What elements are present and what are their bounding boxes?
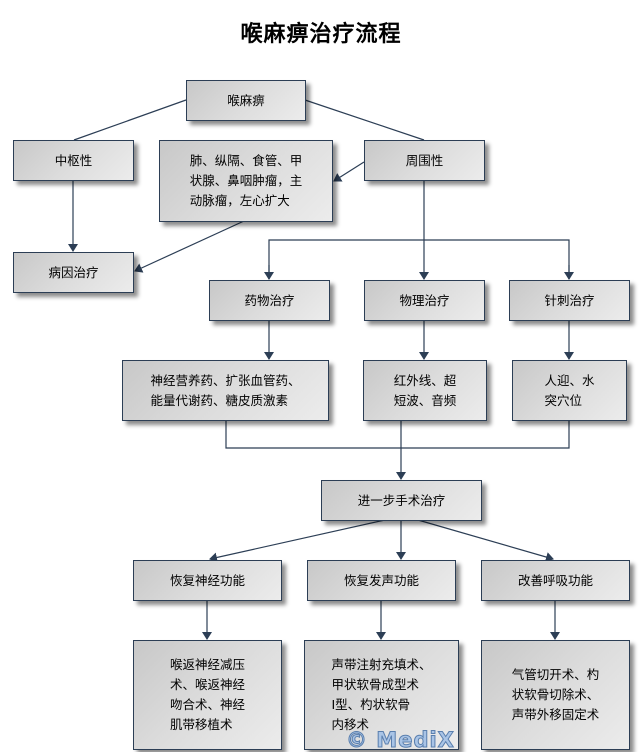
node-label: 进一步手术治疗: [357, 492, 446, 508]
node-improve-breathing: 改善呼吸功能: [481, 560, 630, 601]
node-label: 肺、纵隔、食管、甲 状腺、鼻咽肿瘤，主 动脉瘤，左心扩大: [189, 153, 303, 208]
node-breath-detail: 气管切开术、杓 状软骨切除术、 声带外移固定术: [481, 640, 630, 750]
node-label: 药物治疗: [244, 292, 295, 308]
node-physical-therapy: 物理治疗: [364, 280, 485, 321]
node-peripheral: 周围性: [364, 140, 485, 181]
node-acupuncture-detail: 人迎、水 突穴位: [512, 360, 627, 421]
node-label: 声带注射充填术、 甲状软骨成型术 Ⅰ型、杓状软骨 内移术: [331, 657, 432, 732]
node-label: 喉返神经减压 术、喉返神经 吻合术、神经 肌带移植术: [169, 657, 245, 732]
node-central: 中枢性: [13, 140, 134, 181]
edge-root-peripheral: [304, 99, 425, 141]
edge-root-central: [73, 99, 187, 141]
edge-surgery-nerve: [209, 519, 386, 563]
node-restore-nerve: 恢复神经功能: [133, 560, 282, 601]
node-label: 中枢性: [54, 152, 93, 168]
node-label: 红外线、超 短波、音频: [393, 372, 457, 408]
edge-peripheral-causes: [333, 161, 365, 182]
node-nerve-detail: 喉返神经减压 术、喉返神经 吻合术、神经 肌带移植术: [133, 640, 282, 750]
diagram-title: 喉麻痹治疗流程: [240, 22, 402, 47]
node-restore-voice: 恢复发声功能: [307, 560, 456, 601]
node-label: 物理治疗: [399, 292, 450, 308]
node-label: 神经营养药、扩张血管药、 能量代谢药、糖皮质激素: [150, 372, 301, 408]
edge-causes-etiology: [134, 220, 245, 273]
watermark: © MediX: [346, 728, 455, 752]
node-drug-therapy: 药物治疗: [209, 280, 330, 321]
node-label: 恢复发声功能: [343, 572, 419, 588]
node-label: 针刺治疗: [544, 292, 595, 308]
node-drug-detail: 神经营养药、扩张血管药、 能量代谢药、糖皮质激素: [122, 360, 329, 421]
edge-branch-bar: [268, 239, 570, 279]
node-label: 周围性: [405, 152, 444, 168]
node-etiology-treatment: 病因治疗: [13, 252, 134, 293]
node-label: 改善呼吸功能: [517, 572, 593, 588]
node-voice-detail: 声带注射充填术、 甲状软骨成型术 Ⅰ型、杓状软骨 内移术: [304, 640, 459, 750]
node-further-surgery: 进一步手术治疗: [321, 480, 482, 521]
node-laryngeal-paralysis: 喉麻痹: [186, 80, 306, 121]
node-label: 人迎、水 突穴位: [544, 372, 595, 408]
node-causes: 肺、纵隔、食管、甲 状腺、鼻咽肿瘤，主 动脉瘤，左心扩大: [159, 140, 333, 222]
node-label: 恢复神经功能: [169, 572, 245, 588]
node-physical-detail: 红外线、超 短波、音频: [363, 360, 487, 421]
node-label: 气管切开术、杓 状软骨切除术、 声带外移固定术: [511, 667, 600, 722]
node-label: 病因治疗: [48, 264, 99, 280]
edge-join-bar: [225, 420, 570, 449]
node-label: 喉麻痹: [227, 92, 265, 108]
edge-surgery-breath: [417, 519, 554, 562]
node-acupuncture: 针刺治疗: [509, 280, 630, 321]
